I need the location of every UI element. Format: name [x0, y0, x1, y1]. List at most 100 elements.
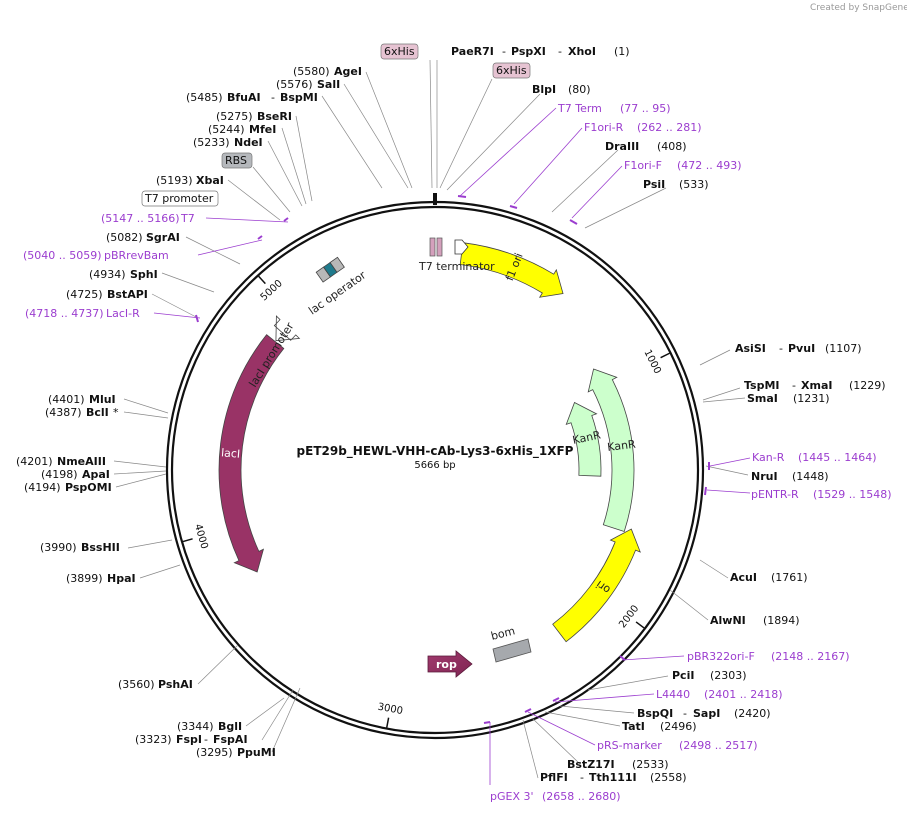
- feature-laci-arrow-4[interactable]: [218, 334, 285, 573]
- primer-pentr-r[interactable]: pENTR-R: [751, 488, 799, 501]
- site-fspai[interactable]: FspAI: [213, 733, 248, 746]
- site-bcli-pos: (4387): [45, 406, 82, 419]
- primer-pbrrevbam[interactable]: pBRrevBam: [104, 249, 169, 262]
- site-nmeaiii[interactable]: NmeAIII: [57, 455, 106, 468]
- site-apai[interactable]: ApaI: [82, 468, 110, 481]
- site-bcli[interactable]: BclI: [86, 406, 109, 419]
- feature-ori-arrow-3[interactable]: [552, 528, 641, 643]
- site-pflfi[interactable]: PflFI: [540, 771, 568, 784]
- site-bgli-pos: (3344): [177, 720, 214, 733]
- site-pshai[interactable]: PshAI: [158, 678, 193, 691]
- t7-promoter-box[interactable]: T7 promoter: [141, 190, 219, 207]
- site-sphi[interactable]: SphI: [130, 268, 158, 281]
- feature-kanr-arrow-1[interactable]: [587, 368, 635, 533]
- primer-t7-term[interactable]: T7 Term: [557, 102, 602, 115]
- site-bspqi[interactable]: BspQI: [637, 707, 673, 720]
- site-pcii[interactable]: PciI: [672, 669, 694, 682]
- his-tag-box-2[interactable]: 6xHis: [492, 62, 531, 79]
- site-tspmi[interactable]: TspMI: [744, 379, 780, 392]
- site-hpai[interactable]: HpaI: [107, 572, 136, 585]
- site-bstz17i-pos: (2533): [632, 758, 669, 771]
- primer-pbr322ori-f[interactable]: pBR322ori-F: [687, 650, 755, 663]
- bp-tick-3000: [386, 717, 390, 728]
- primer-t7-term-range: (77 .. 95): [620, 102, 671, 115]
- site-mlui[interactable]: MluI: [89, 393, 116, 406]
- site-blpi-pos: (80): [568, 83, 591, 96]
- site-ndei[interactable]: NdeI: [234, 136, 263, 149]
- primer-pbrrevbam-range: (5040 .. 5059): [23, 249, 102, 262]
- site-sgrai[interactable]: SgrAI: [146, 231, 180, 244]
- site-tati[interactable]: TatI: [622, 720, 645, 733]
- site-sphi-pos: (4934): [89, 268, 126, 281]
- site-acui[interactable]: AcuI: [730, 571, 757, 584]
- site-blpi[interactable]: BlpI: [532, 83, 556, 96]
- feature-kanr-arrow-2[interactable]: [565, 401, 602, 477]
- bp-tick-5000: [258, 275, 266, 285]
- site-alwni[interactable]: AlwNI: [710, 614, 746, 627]
- site-bseri[interactable]: BseRI: [257, 110, 292, 123]
- site-xbai-pos: (5193): [156, 174, 193, 187]
- site-bsshii[interactable]: BssHII: [81, 541, 120, 554]
- rop-feature[interactable]: rop: [427, 650, 473, 678]
- feature-f1-ori-arrow-0[interactable]: [459, 242, 564, 298]
- feature-laci-promoter-arrow-5[interactable]: [273, 315, 301, 342]
- primer-t7[interactable]: T7: [180, 212, 195, 225]
- his-tag-box-1[interactable]: 6xHis: [380, 43, 419, 60]
- site-xhoi-pos: (1): [614, 45, 630, 58]
- site-sapi[interactable]: SapI: [693, 707, 720, 720]
- site-xmai[interactable]: XmaI: [801, 379, 832, 392]
- primer-f1ori-r[interactable]: F1ori-R: [584, 121, 624, 134]
- origin-tick: [433, 193, 437, 205]
- site-agei[interactable]: AgeI: [334, 65, 362, 78]
- primer-pgex3-range: (2658 .. 2680): [542, 790, 621, 803]
- t7-promoter-box-label: T7 promoter: [144, 192, 214, 205]
- bom-box: [492, 638, 532, 663]
- bp-tick-2000: [635, 621, 645, 629]
- site-apai-pos: (4198): [41, 468, 78, 481]
- feature-label-laci-4: lacI: [221, 446, 241, 460]
- lac-operator-feature[interactable]: lac operator: [306, 256, 369, 317]
- site-nrui[interactable]: NruI: [751, 470, 778, 483]
- site-xhoi[interactable]: XhoI: [568, 45, 596, 58]
- site-bstapi-pos: (4725): [66, 288, 103, 301]
- his-tag-mark-2: [436, 237, 443, 257]
- site-bspmi[interactable]: BspMI: [280, 91, 318, 104]
- site-mfei[interactable]: MfeI: [249, 123, 276, 136]
- site-psii[interactable]: PsiI: [643, 178, 665, 191]
- site-pspomi-pos: (4194): [24, 481, 61, 494]
- site-pspxi[interactable]: PspXI: [511, 45, 546, 58]
- site-draiii[interactable]: DraIII: [605, 140, 639, 153]
- primer-f1ori-f[interactable]: F1ori-F: [624, 159, 662, 172]
- site-xbai[interactable]: XbaI: [196, 174, 224, 187]
- t7-terminator-label: T7 terminator: [418, 260, 495, 273]
- site-ppumi-pos: (3295): [196, 746, 233, 759]
- rbs-box[interactable]: RBS: [221, 152, 253, 169]
- site-pvui[interactable]: PvuI: [788, 342, 815, 355]
- site-bstapi[interactable]: BstAPI: [107, 288, 148, 301]
- site-paer7i[interactable]: PaeR7I: [451, 45, 494, 58]
- site-fspi[interactable]: FspI: [176, 733, 202, 746]
- site-asisi[interactable]: AsiSI: [735, 342, 766, 355]
- site-tth111i[interactable]: Tth111I: [589, 771, 637, 784]
- primer-prs-marker[interactable]: pRS-marker: [597, 739, 662, 752]
- primer-prs-marker-range: (2498 .. 2517): [679, 739, 758, 752]
- site-bstz17i[interactable]: BstZ17I: [567, 758, 615, 771]
- primer-l4440[interactable]: L4440: [656, 688, 690, 701]
- site-ppumi[interactable]: PpuMI: [237, 746, 276, 759]
- site-smai[interactable]: SmaI: [747, 392, 778, 405]
- site-bgli[interactable]: BglI: [218, 720, 242, 733]
- site-ndei-pos: (5233): [193, 136, 230, 149]
- primer-laci-r[interactable]: LacI-R: [106, 307, 140, 320]
- bom-feature[interactable]: bom: [490, 624, 532, 663]
- site-bfuai[interactable]: BfuAI: [227, 91, 261, 104]
- primer-kan-r[interactable]: Kan-R: [752, 451, 785, 464]
- site-pspomi[interactable]: PspOMI: [65, 481, 112, 494]
- site-agei-pos: (5580): [293, 65, 330, 78]
- site-xmai-pos: (1229): [849, 379, 886, 392]
- primer-pgex3[interactable]: pGEX 3': [490, 790, 534, 803]
- svg-text:-: -: [271, 91, 275, 104]
- site-sali[interactable]: SalI: [317, 78, 340, 91]
- site-fspi-pos: (3323): [135, 733, 172, 746]
- t7-terminator-feature[interactable]: T7 terminator: [418, 237, 495, 273]
